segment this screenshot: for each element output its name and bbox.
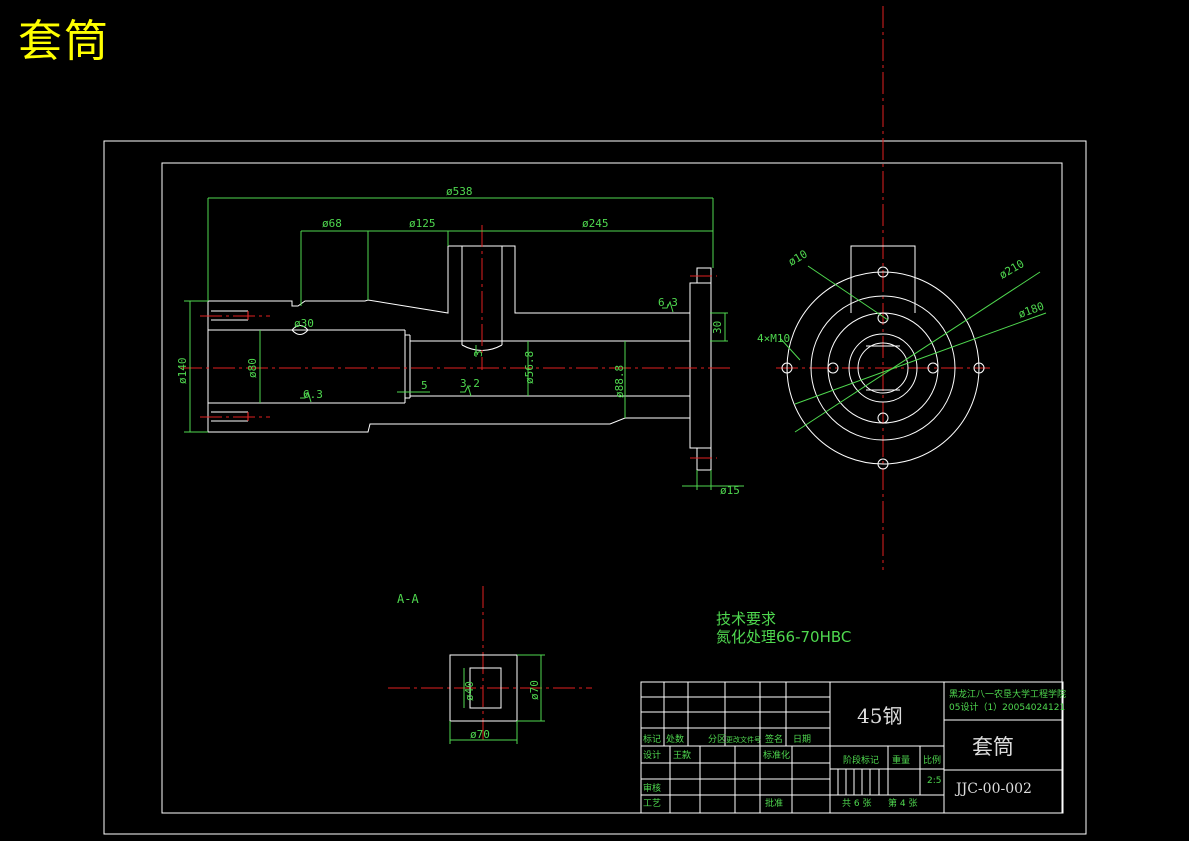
inner-frame [161,162,1063,814]
dim-d70-vertical: ø70 [528,680,541,700]
part-name: 套筒 [972,735,1014,759]
tech-heading: 技术要求 [716,610,776,628]
side-view [781,245,985,470]
center-lines [180,6,990,742]
dim-d180: ø180 [1017,300,1046,321]
weight-label: 重量 [892,754,910,766]
designer-name: 王款 [673,749,691,761]
dim-d68: ø68 [322,217,342,230]
roughness-3: 3.2 [460,377,480,390]
dim-v5: 5 [421,379,428,392]
scale-label: 比例 [923,754,941,766]
header-sign: 签名 [765,733,783,745]
dim-d88-8: ø88.8 [613,365,626,398]
header-date: 日期 [793,734,811,745]
stage-label: 阶段标记 [843,754,879,766]
approve-label: 批准 [765,797,783,809]
header-count: 处数 [666,733,684,745]
roughness-2: 6.3 [303,388,323,401]
front-view [207,245,712,471]
process-label: 工艺 [643,798,661,809]
side-view-leaders [779,265,1047,433]
drawing-number: JJC-00-002 [954,781,1032,797]
dim-r3: 3 [472,350,485,357]
material: 45钢 [857,704,902,728]
dim-d15: ø15 [720,484,740,497]
dim-d10: ø10 [786,247,810,268]
dim-d210: ø210 [997,257,1026,282]
school-line1: 黑龙江八一农垦大学工程学院 [949,688,1066,700]
title-block [640,681,1064,814]
standardization-label: 标准化 [763,749,790,761]
sheet-number: 第 4 张 [888,797,917,809]
dim-v30: 30 [711,321,724,334]
dim-d70-horizontal: ø70 [470,728,490,741]
dim-d80: ø80 [246,358,259,378]
dim-d140: ø140 [176,358,189,385]
header-docno: 更改文件号 [726,735,761,744]
roughness-1: 6.3 [658,296,678,309]
tech-line1: 氮化处理66-70HBC [716,628,851,646]
school-line2: 05设计（1）20054024121 [949,701,1065,713]
dim-d56-8: ø56.8 [523,351,536,384]
section-view [449,654,518,722]
dim-d40: ø40 [463,681,476,701]
dim-d30: ø30 [294,317,314,330]
outer-frame [103,140,1087,835]
designer-label: 设计 [643,749,661,761]
dim-d245: ø245 [582,217,609,230]
dimension-lines [184,197,744,490]
section-dims [449,654,545,744]
header-zone: 分区 [708,734,726,745]
scale-value: 2:5 [927,776,941,786]
page-title: 套筒 [18,16,110,67]
total-sheets: 共 6 张 [842,798,871,809]
review-label: 审核 [643,782,661,794]
dim-d125: ø125 [409,217,436,230]
section-label: A-A [397,592,419,606]
dim-holes: 4×M10 [757,332,790,345]
dim-d538: ø538 [446,185,473,198]
header-mark: 标记 [643,733,661,745]
